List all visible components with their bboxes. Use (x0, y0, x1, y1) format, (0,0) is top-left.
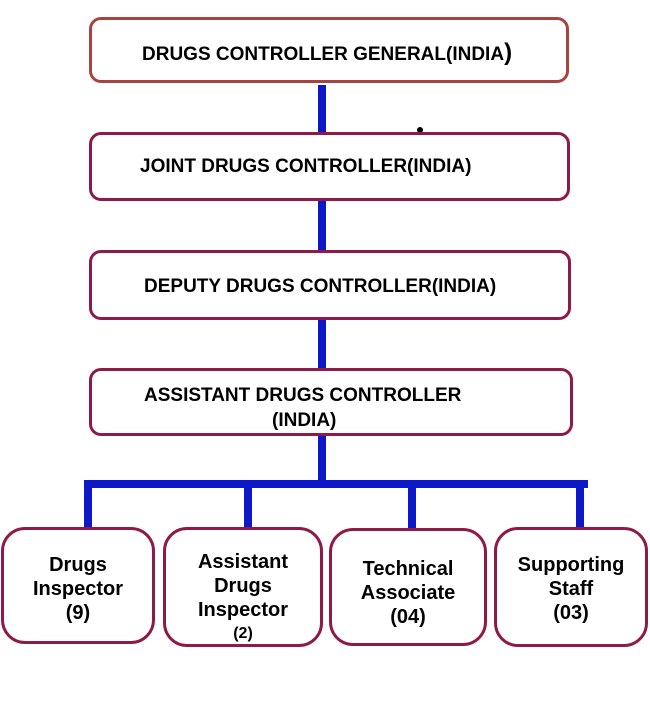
unit-assistant-drugs-inspector: Assistant Drugs Inspector (2) (163, 527, 323, 647)
unit-technical-associate-line1: Technical (362, 558, 454, 580)
box-drugs-controller-general-label: DRUGS CONTROLLER GENERAL(INDIA (142, 44, 505, 65)
connector-horizontal-bus (84, 480, 588, 488)
unit-drugs-inspector-line1: Drugs (49, 554, 107, 576)
unit-technical-associate-count: (04) (390, 606, 426, 628)
box-joint-drugs-controller-label: JOINT DRUGS CONTROLLER(INDIA) (140, 156, 472, 177)
box-assistant-drugs-controller: ASSISTANT DRUGS CONTROLLER (INDIA) (89, 368, 573, 436)
unit-supporting-staff-count: (03) (553, 602, 589, 624)
connector-level2-level3 (318, 201, 326, 250)
connector-drop-3 (408, 480, 416, 530)
box-assistant-drugs-controller-label-line2: (INDIA) (272, 410, 337, 431)
connector-drop-4 (576, 480, 584, 530)
unit-drugs-inspector: Drugs Inspector (9) (1, 527, 155, 644)
unit-drugs-inspector-line2: Inspector (32, 578, 124, 600)
unit-supporting-staff-line2: Staff (548, 578, 594, 600)
unit-supporting-staff: Supporting Staff (03) (494, 527, 648, 647)
connector-drop-1 (84, 480, 92, 536)
connector-level4-trunk (318, 436, 326, 486)
unit-assistant-drugs-inspector-line2: Drugs (214, 575, 272, 597)
connector-level3-level4 (318, 320, 326, 368)
connector-level1-level2 (318, 85, 326, 132)
box-assistant-drugs-controller-label-line1: ASSISTANT DRUGS CONTROLLER (144, 385, 462, 406)
box-deputy-drugs-controller-label: DEPUTY DRUGS CONTROLLER(INDIA) (144, 276, 497, 297)
box-joint-drugs-controller: JOINT DRUGS CONTROLLER(INDIA) (89, 132, 570, 201)
box-deputy-drugs-controller: DEPUTY DRUGS CONTROLLER(INDIA) (89, 250, 571, 320)
connector-drop-2 (244, 480, 252, 530)
unit-assistant-drugs-inspector-line3: Inspector (197, 599, 289, 621)
unit-technical-associate-line2: Associate (360, 582, 456, 604)
unit-drugs-inspector-count: (9) (65, 602, 91, 624)
unit-assistant-drugs-inspector-count: (2) (233, 625, 253, 642)
unit-technical-associate: Technical Associate (04) (329, 528, 487, 646)
box-drugs-controller-general-label-end: ) (504, 39, 513, 66)
unit-assistant-drugs-inspector-line1: Assistant (197, 551, 289, 573)
stray-dot (417, 127, 423, 133)
unit-supporting-staff-line1: Supporting (517, 554, 625, 576)
box-drugs-controller-general: DRUGS CONTROLLER GENERAL(INDIA) (89, 17, 569, 83)
